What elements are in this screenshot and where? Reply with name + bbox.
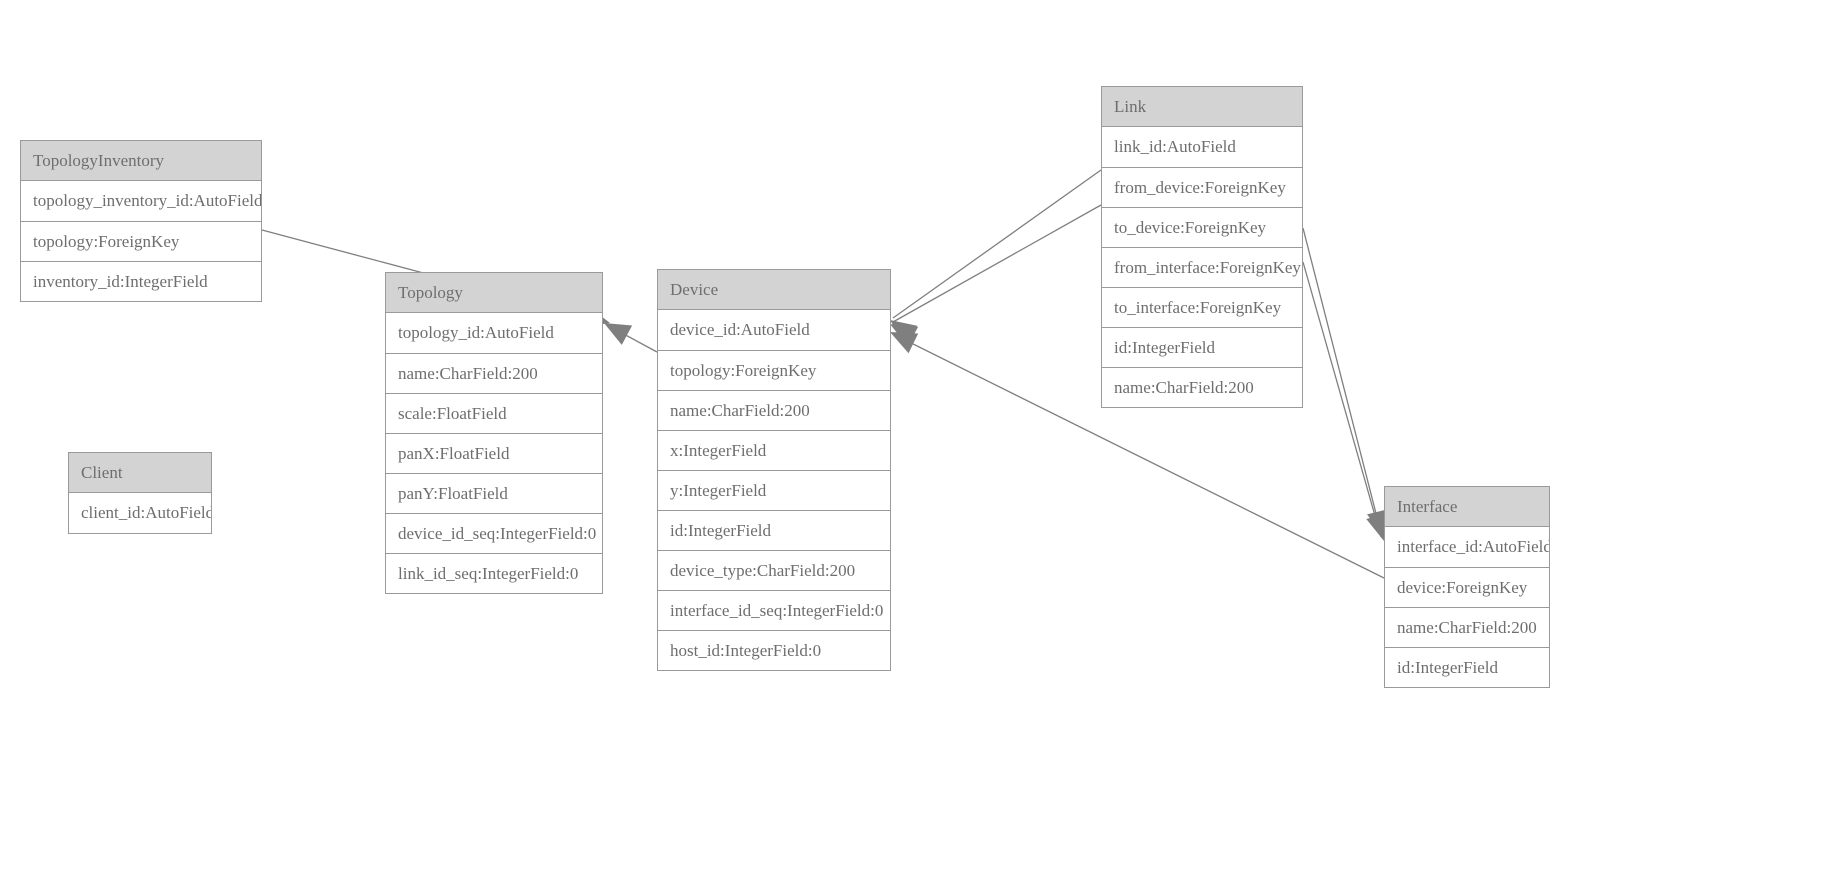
entity-title-topology_inventory: TopologyInventory [21,141,261,181]
entity-field: inventory_id:IntegerField [21,261,261,301]
entity-field: to_device:ForeignKey [1102,207,1302,247]
entity-field: y:IntegerField [658,470,890,510]
entity-field: id:IntegerField [1102,327,1302,367]
entity-field: to_interface:ForeignKey [1102,287,1302,327]
entity-field: name:CharField:200 [1102,367,1302,407]
entity-field: device_id:AutoField [670,320,810,339]
entity-field: topology:ForeignKey [21,221,261,261]
entity-title-link: Link [1102,87,1302,127]
entity-field: x:IntegerField [658,430,890,470]
entity-field: from_device:ForeignKey [1102,167,1302,207]
entity-interface[interactable]: Interface interface_id:AutoField device:Fo… [1384,486,1550,688]
entity-field: topology:ForeignKey [658,350,890,390]
entity-title-interface: Interface [1385,487,1549,527]
entity-field: panY:FloatField [386,473,602,513]
relationship-link-to-device-to-device [890,204,1102,347]
entity-field: device_type:CharField:200 [658,550,890,590]
entity-title-topology: Topology [386,273,602,313]
entity-field: panX:FloatField [386,433,602,473]
entity-fields-client: client_id:AutoField [69,493,211,533]
entity-field: id:IntegerField [1385,647,1549,687]
entity-field: link_id_seq:IntegerField:0 [386,553,602,593]
entity-field: scale:FloatField [386,393,602,433]
relationship-arrowhead [604,323,633,345]
entity-field: topology_id:AutoField [398,323,554,342]
relationship-line [892,204,1102,323]
entity-field: name:CharField:200 [658,390,890,430]
relationship-link-from-interface-to-interface [1302,227,1389,537]
entity-field: id:IntegerField [658,510,890,550]
relationship-link-to-interface-to-interface [1302,261,1388,541]
entity-device[interactable]: Device device_id:AutoField topology:Foreig… [657,269,891,671]
entity-field: interface_id:AutoField [1397,537,1549,556]
relationship-line [892,169,1102,319]
relationship-line [1302,227,1382,534]
relationship-line [606,324,658,353]
entity-field: name:CharField:200 [1385,607,1549,647]
entity-link[interactable]: Link link_id:AutoField from_device:Foreign… [1101,86,1303,408]
entity-field: topology_inventory_id:AutoField [33,191,261,210]
relationship-link-from-device-to-device [890,169,1102,344]
entity-field: from_interface:ForeignKey [1102,247,1302,287]
entity-fields-topology_inventory: topology_inventory_id:AutoField topology:… [21,181,261,301]
relationship-line [1302,261,1382,538]
entity-title-client: Client [69,453,211,493]
entity-field: device_id_seq:IntegerField:0 [386,513,602,553]
entity-field: interface_id_seq:IntegerField:0 [658,590,890,630]
entity-field: device:ForeignKey [1385,567,1549,607]
entity-topology[interactable]: Topology topology_id:AutoField name:CharFi… [385,272,603,594]
entity-field: name:CharField:200 [386,353,602,393]
relationship-device-to-topology [604,323,658,353]
entity-field: client_id:AutoField [81,503,211,522]
entity-field: link_id:AutoField [1114,137,1236,156]
entity-title-device: Device [658,270,890,310]
entity-field: host_id:IntegerField:0 [658,630,890,670]
entity-client[interactable]: Client client_id:AutoField [68,452,212,534]
